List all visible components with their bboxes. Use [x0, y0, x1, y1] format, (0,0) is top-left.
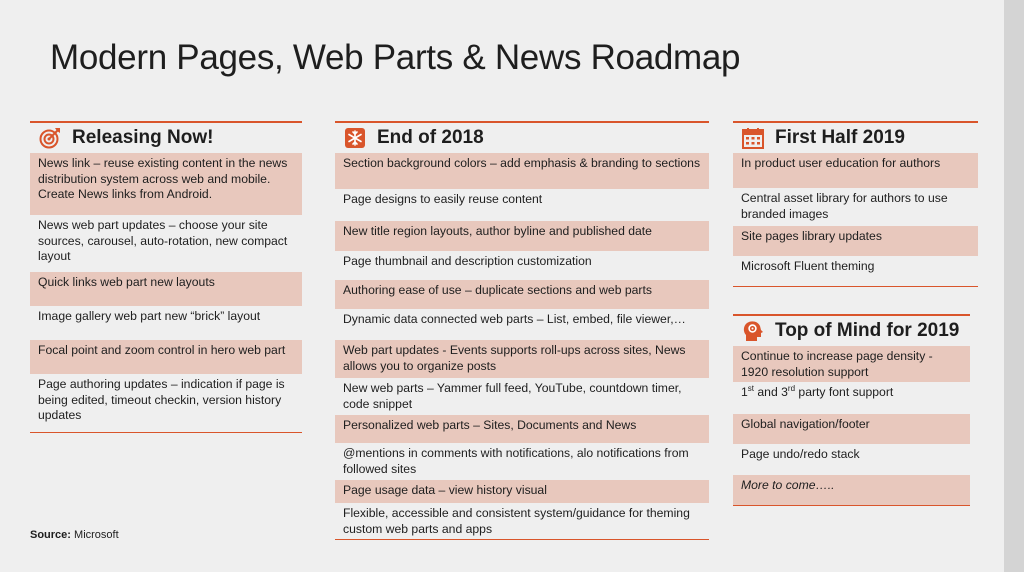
list-item: Page undo/redo stack [741, 447, 860, 461]
column-heading: Top of Mind for 2019 [775, 320, 960, 341]
column-divider [30, 432, 302, 433]
snowflake-icon [343, 126, 367, 150]
list-item: In product user education for authors [733, 153, 978, 188]
list-item: Global navigation/footer [733, 414, 970, 444]
column-heading: Releasing Now! [72, 127, 214, 148]
list-item: Quick links web part new layouts [30, 272, 302, 306]
list-item: Flexible, accessible and consistent syst… [343, 506, 690, 536]
column-divider [733, 505, 970, 506]
list-item: News web part updates – choose your site… [38, 218, 288, 263]
text-fragment: and 3 [754, 385, 788, 399]
target-icon [38, 126, 62, 150]
column-header: Releasing Now! [30, 121, 302, 153]
page-title: Modern Pages, Web Parts & News Roadmap [50, 38, 741, 77]
list-item: Central asset library for authors to use… [741, 191, 948, 221]
column-heading: End of 2018 [377, 127, 484, 148]
list-item: New title region layouts, author byline … [335, 221, 709, 251]
list-item: Microsoft Fluent theming [741, 259, 875, 273]
column-header: Top of Mind for 2019 [733, 314, 970, 346]
list-item: More to come….. [733, 475, 970, 505]
superscript: rd [787, 383, 796, 393]
list-item: Site pages library updates [733, 226, 978, 256]
list-item: Continue to increase page density - 1920… [733, 346, 970, 382]
column-releasing-now: Releasing Now! News link – reuse existin… [30, 121, 302, 433]
list-item: Dynamic data connected web parts – List,… [343, 312, 686, 326]
text-fragment: 1 [741, 385, 748, 399]
list-item: Web part updates - Events supports roll-… [335, 340, 709, 378]
list-item: @mentions in comments with notifications… [343, 446, 689, 476]
source-label: Source: [30, 529, 71, 541]
calendar-icon [741, 126, 765, 150]
superscript: st [747, 383, 755, 393]
list-item: Authoring ease of use – duplicate sectio… [335, 280, 709, 309]
window-edge [1004, 0, 1024, 572]
list-item: 1st and 3rd party font support [733, 382, 970, 414]
list-item: Page designs to easily reuse content [343, 192, 543, 206]
column-header: End of 2018 [335, 121, 709, 153]
head-gear-icon [741, 319, 765, 343]
text-fragment: party font support [795, 385, 894, 399]
column-heading: First Half 2019 [775, 127, 905, 148]
list-item: Personalized web parts – Sites, Document… [335, 415, 709, 443]
column-end-of-2018: End of 2018 Section background colors – … [335, 121, 709, 540]
column-divider [733, 286, 978, 287]
list-item: Section background colors – add emphasis… [335, 153, 709, 189]
list-item: Image gallery web part new “brick” layou… [38, 309, 261, 323]
list-item: Page usage data – view history visual [335, 480, 709, 503]
list-item: Focal point and zoom control in hero web… [30, 340, 302, 374]
column-first-half-2019: First Half 2019 In product user educatio… [733, 121, 978, 287]
list-item: Page authoring updates – indication if p… [38, 377, 285, 422]
source-value: Microsoft [74, 529, 119, 541]
source-note: Source: Microsoft [30, 529, 119, 541]
list-item: News link – reuse existing content in th… [30, 153, 302, 215]
column-divider [335, 539, 709, 540]
list-item: Page thumbnail and description customiza… [343, 254, 592, 268]
list-item: New web parts – Yammer full feed, YouTub… [343, 381, 682, 411]
column-top-of-mind-2019: Top of Mind for 2019 Continue to increas… [733, 314, 970, 506]
column-header: First Half 2019 [733, 121, 978, 153]
